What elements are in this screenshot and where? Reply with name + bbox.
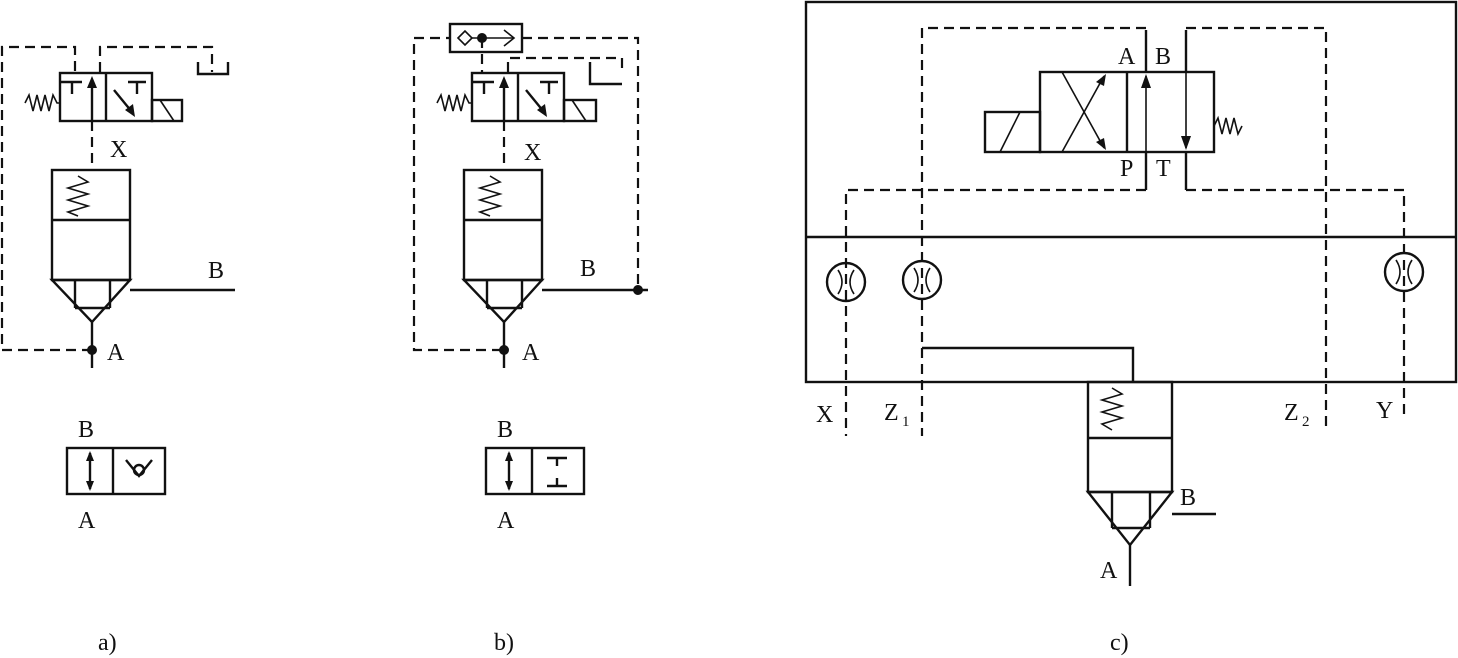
cartridge-label-a: A xyxy=(1100,558,1118,584)
caption-b: b) xyxy=(494,630,514,656)
label-b-a: B xyxy=(208,258,224,284)
port-z2-sub: 2 xyxy=(1302,414,1310,430)
orifice-x xyxy=(825,261,867,303)
symbol-label-a-b: A xyxy=(497,508,515,534)
cartridge-a xyxy=(50,168,132,282)
valve-port-b: B xyxy=(1155,44,1171,70)
tank-symbol-a xyxy=(196,62,230,76)
panel-c: A B P T X Z 1 Z 2 Y xyxy=(804,0,1458,656)
pilot-line-x xyxy=(844,188,1146,436)
port-z1-label: Z xyxy=(884,400,899,426)
label-x-a: X xyxy=(110,137,127,163)
valve-port-t: T xyxy=(1156,156,1171,182)
solenoid-b xyxy=(562,98,598,123)
solenoid-a xyxy=(150,98,184,123)
symbol-valve-a xyxy=(65,446,167,496)
orifice-z1 xyxy=(901,259,943,301)
panel-a: X B A B A a) xyxy=(0,45,235,656)
port-z1-sub: 1 xyxy=(902,414,910,430)
port-y-label: Y xyxy=(1376,398,1393,424)
control-channel-c xyxy=(922,346,1135,382)
port-z2-label: Z xyxy=(1284,400,1299,426)
symbol-label-a-a: A xyxy=(78,508,96,534)
symbol-valve-b xyxy=(484,446,586,496)
cartridge-label-b: B xyxy=(1180,485,1196,511)
valve-port-p: P xyxy=(1120,156,1133,182)
spring-b xyxy=(436,92,472,112)
label-b-b: B xyxy=(580,256,596,282)
solenoid-c xyxy=(983,110,1042,154)
pilot-line-z2 xyxy=(1186,26,1328,428)
label-x-b: X xyxy=(524,140,541,166)
orifice-y xyxy=(1383,251,1425,293)
pilot-line-z1 xyxy=(920,26,1146,436)
spring-a xyxy=(24,92,60,112)
label-a-a: A xyxy=(107,340,125,366)
label-a-b: A xyxy=(522,340,540,366)
port-x-label: X xyxy=(816,402,833,428)
spring-c xyxy=(1213,115,1243,137)
pilot-loop-b xyxy=(412,36,502,352)
caption-c: c) xyxy=(1110,630,1129,656)
pilot-line-y xyxy=(1186,188,1406,420)
valve-port-a: A xyxy=(1118,44,1136,70)
panel-b: X B A B A b) xyxy=(412,22,648,656)
caption-a: a) xyxy=(98,630,117,656)
tank-line-a xyxy=(98,45,214,72)
pilot-line-a xyxy=(0,45,92,352)
symbol-label-b-a: B xyxy=(78,417,94,443)
cartridge-spring-a xyxy=(65,175,91,217)
cartridge-b xyxy=(462,168,544,282)
symbol-label-b-b: B xyxy=(497,417,513,443)
